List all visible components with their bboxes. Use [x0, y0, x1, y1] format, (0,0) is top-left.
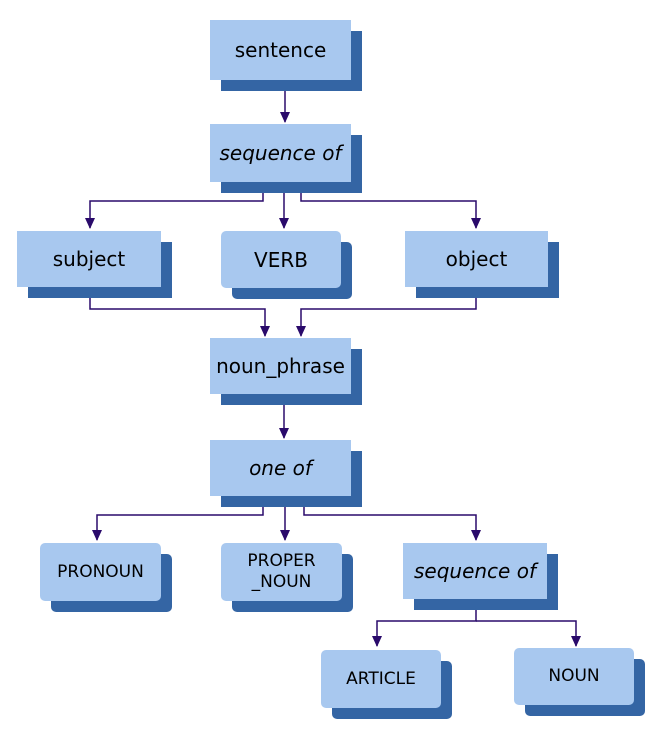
- node-noun-label: NOUN: [514, 648, 634, 705]
- edge-sequence-to-noun: [476, 620, 581, 647]
- node-proper-noun-label: PROPER _NOUN: [221, 543, 342, 601]
- node-one-of-label: one of: [210, 440, 351, 496]
- node-article-label: ARTICLE: [321, 650, 441, 708]
- edge-object-to-noun-phrase: [296, 290, 477, 337]
- node-object-label: object: [405, 231, 548, 287]
- node-proper-noun-line1: PROPER: [247, 551, 316, 571]
- node-noun-phrase-label: noun_phrase: [210, 338, 351, 394]
- node-pronoun-label: PRONOUN: [40, 543, 161, 601]
- node-sentence-label: sentence: [210, 20, 351, 80]
- edge-subject-to-noun-phrase: [89, 290, 270, 337]
- node-verb-label: VERB: [221, 231, 341, 288]
- node-sequence-of-top-label: sequence of: [210, 124, 351, 182]
- node-subject-label: subject: [17, 231, 161, 287]
- node-proper-noun-line2: _NOUN: [251, 572, 312, 592]
- edge-sequence-to-article: [372, 602, 477, 647]
- node-sequence-of-bottom-label: sequence of: [403, 543, 547, 599]
